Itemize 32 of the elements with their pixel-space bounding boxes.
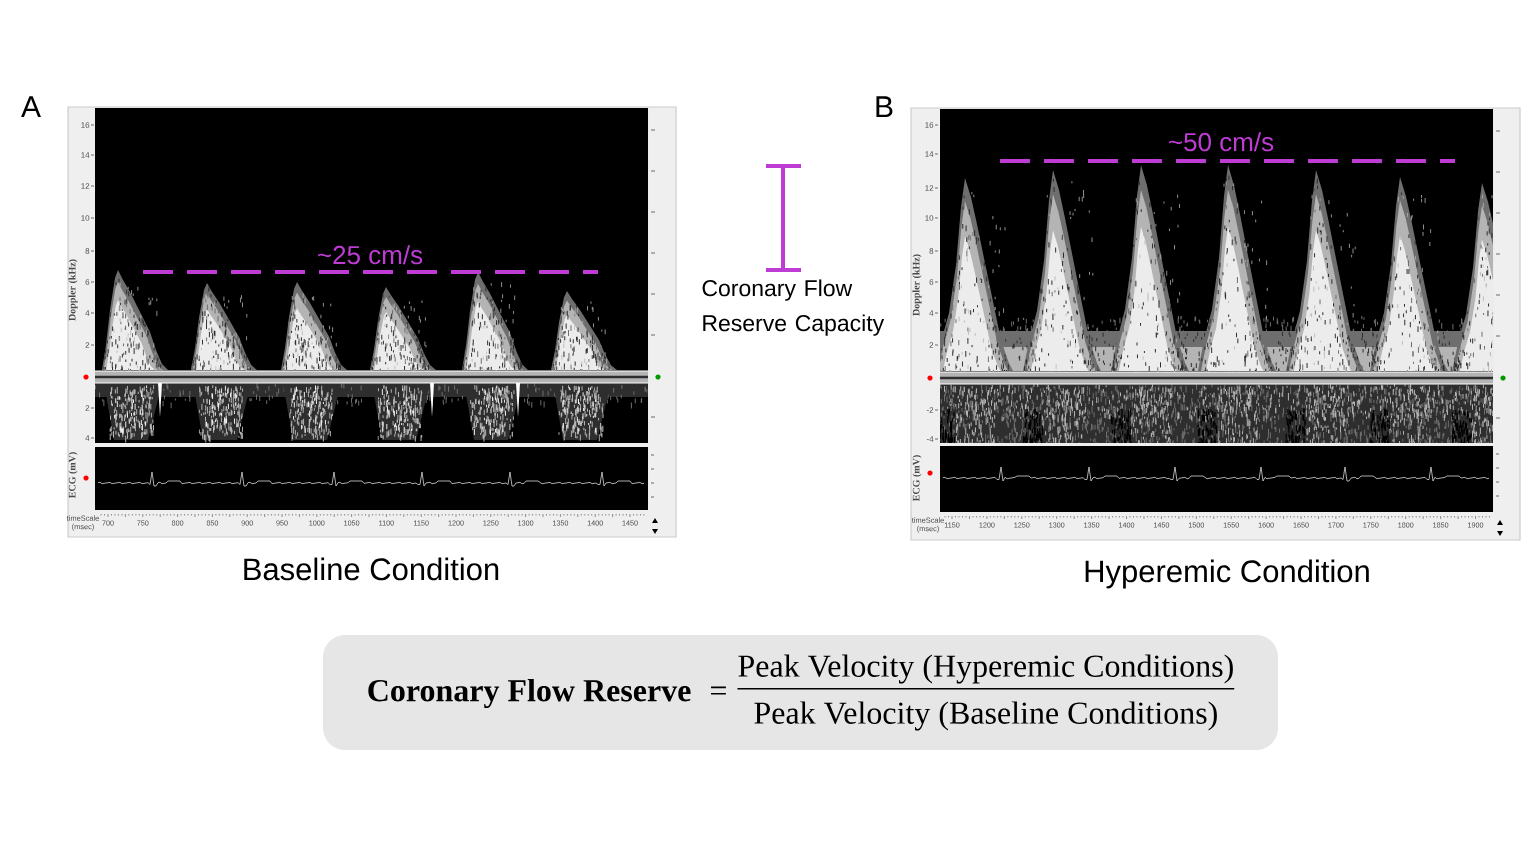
tick-label: 4 [85, 435, 90, 441]
tick-label: 10 [925, 215, 934, 221]
axis-title: Doppler (kHz) [68, 259, 78, 321]
tick-label: -2 [926, 407, 934, 413]
tick-label: 14 [81, 152, 90, 158]
tick-label: 16 [925, 122, 934, 128]
tick-label: 6 [85, 279, 90, 285]
tick-label: 2 [929, 342, 934, 348]
panel-letter: B [876, 96, 893, 117]
tick-label: 12 [925, 185, 934, 191]
value-label: ~50 cm/s [1169, 132, 1274, 152]
tick-label: 8 [929, 248, 934, 254]
tick-label: 4 [85, 310, 90, 316]
tick-label: 8 [85, 248, 90, 254]
tick-label: 2 [85, 405, 90, 411]
formula-box: Coronary Flow Reserve = Peak Velocity (Hyperemic Conditions) Peak Velocity (Baseline Conditions) [323, 635, 1278, 750]
axis-title: ECG (mV) [68, 452, 78, 499]
bracket-label: Coronary Flow Reserve Capacity [702, 279, 885, 336]
tick-label: 12 [81, 183, 90, 189]
tick-label: -4 [926, 436, 934, 442]
axis-title: Doppler (kHz) [912, 254, 922, 316]
caption: Baseline Condition [244, 557, 499, 581]
tick-label: 10 [81, 215, 90, 221]
value-label: ~25 cm/s [318, 245, 423, 265]
tick-label: 2 [85, 342, 90, 348]
tick-label: 16 [81, 122, 90, 128]
panel-letter: A [21, 96, 41, 117]
tick-label: 14 [925, 151, 934, 157]
caption: Hyperemic Condition [1085, 559, 1369, 589]
tick-label: 4 [929, 310, 934, 316]
axis-title: ECG (mV) [912, 455, 922, 502]
tick-label: 6 [929, 279, 934, 285]
